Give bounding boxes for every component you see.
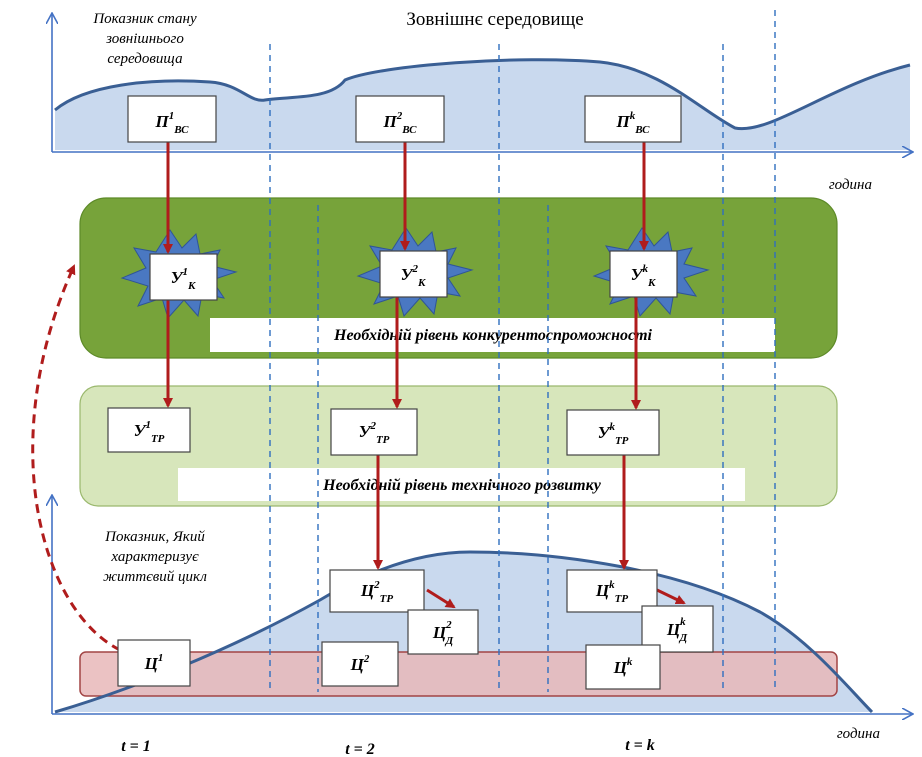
technical-label: Необхідній рівень технічного розвитку [322, 477, 602, 494]
node-ck: Цk [585, 644, 661, 690]
svg-text:Ц1: Ц1 [144, 652, 164, 673]
bottom-y-label-3: життєвий цикл [103, 569, 207, 585]
svg-text:П2ВС: П2ВС [383, 110, 418, 136]
competitiveness-label: Необхідній рівень конкурентоспроможності [333, 327, 653, 344]
time-label-2: t = 2 [345, 741, 375, 757]
node-uktr: УkТР [566, 409, 660, 456]
competitiveness-label-box [210, 318, 775, 352]
top-curve-area [55, 59, 910, 150]
svg-text:У2К: У2К [401, 263, 426, 289]
time-dividers [269, 10, 776, 692]
svg-text:Ц2ТР: Ц2ТР [360, 579, 393, 605]
node-u1k: У1К [149, 253, 218, 301]
svg-text:П1ВС: П1ВС [155, 110, 190, 136]
node-u1tr: У1ТР [107, 407, 191, 453]
technical-label-box [178, 468, 745, 501]
top-x-label: година [829, 177, 872, 193]
arrow-c2tr-to-c2d [426, 588, 456, 609]
arrow-cktr-to-ckd [656, 588, 686, 605]
time-label-1: t = 1 [121, 738, 151, 755]
node-ukk: УkК [609, 250, 678, 298]
bottom-x-label: година [837, 726, 880, 742]
svg-text:Ц2Д: Ц2Д [432, 619, 454, 647]
time-labels: t = 1 t = 2 t = k [121, 737, 655, 757]
node-c2tr: Ц2ТР [329, 569, 425, 613]
bottom-y-label-1: Показник, Який [104, 529, 205, 545]
svg-text:ПkВС: ПkВС [616, 110, 651, 136]
flow-arrows [31, 142, 686, 652]
node-p1: П1ВС [127, 95, 217, 143]
node-pk: ПkВС [584, 95, 682, 143]
top-y-label-3: середовища [107, 51, 182, 67]
svg-text:ЦkТР: ЦkТР [595, 579, 628, 605]
bottom-chart: Показник, Який характеризує життєвий цик… [52, 496, 912, 742]
feedback-dashed-arrow [31, 264, 121, 652]
svg-text:Цk: Цk [613, 656, 633, 677]
svg-text:Ц2: Ц2 [350, 653, 370, 674]
svg-text:У1ТР: У1ТР [134, 419, 165, 445]
node-c1: Ц1 [117, 639, 191, 687]
lifecycle-curve-line [54, 550, 874, 714]
top-chart: Показник стану зовнішнього середовища Зо… [52, 9, 912, 193]
node-p2: П2ВС [355, 95, 445, 143]
top-y-label-1: Показник стану [92, 11, 197, 27]
svg-text:ЦkД: ЦkД [666, 616, 688, 644]
node-c2: Ц2 [321, 641, 399, 687]
svg-text:УkТР: УkТР [598, 421, 629, 447]
top-curve-line [54, 58, 911, 131]
top-y-label-2: зовнішнього [105, 31, 184, 47]
bottom-y-label-2: характеризує [110, 549, 199, 565]
node-boxes: П1ВС П2ВС ПkВС У1К У2К УkК У1ТР [107, 95, 714, 690]
time-label-k: t = k [625, 737, 655, 754]
node-u2k: У2К [379, 250, 448, 298]
svg-text:УkК: УkК [631, 263, 656, 289]
svg-text:У1К: У1К [171, 266, 196, 292]
top-chart-title: Зовнішнє середовище [406, 9, 583, 30]
node-u2tr: У2ТР [330, 408, 418, 456]
node-cktr: ЦkТР [566, 569, 658, 613]
svg-text:У2ТР: У2ТР [359, 420, 390, 446]
